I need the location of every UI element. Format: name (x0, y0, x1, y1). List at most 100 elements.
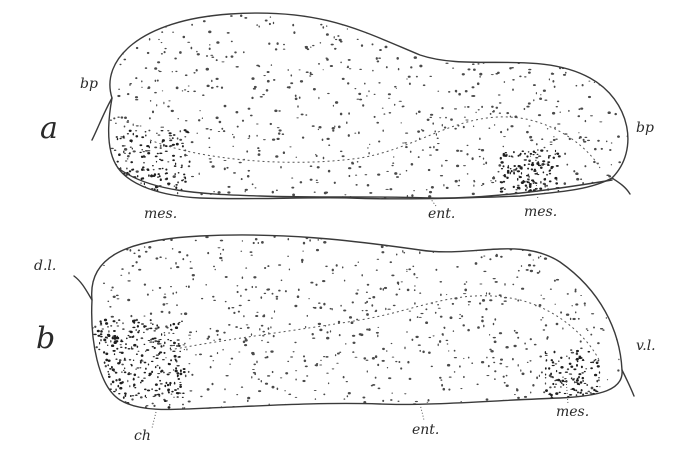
cell-dot (578, 108, 580, 110)
cell-dot (411, 163, 414, 166)
cell-dot (479, 302, 481, 304)
cell-dot (555, 384, 557, 385)
cell-dot (495, 281, 498, 283)
cell-dot (108, 397, 110, 400)
cell-dot (183, 179, 185, 180)
cell-dot (399, 174, 401, 175)
cell-dot (136, 339, 138, 341)
cell-dot (145, 395, 146, 398)
cell-dot (273, 335, 275, 337)
cell-dot (270, 16, 271, 17)
cell-dot (463, 126, 465, 129)
cell-dot (136, 47, 139, 49)
cell-dot (115, 372, 118, 374)
cell-dot (105, 341, 107, 343)
cell-dot (135, 368, 136, 369)
cell-dot (519, 401, 522, 402)
cell-dot (456, 29, 458, 30)
cell-dot (516, 388, 518, 390)
cell-dot (383, 288, 385, 291)
cell-dot (394, 86, 397, 88)
cell-dot (316, 249, 319, 251)
cell-dot (466, 281, 468, 282)
cell-dot (157, 365, 159, 367)
cell-dot (163, 372, 165, 374)
cell-dot (605, 283, 608, 285)
cell-dot (282, 133, 285, 135)
cell-dot (399, 101, 402, 102)
cell-dot (630, 100, 632, 102)
cell-dot (143, 378, 146, 379)
cell-dot (116, 322, 118, 323)
cell-dot (422, 351, 424, 354)
cell-dot (524, 342, 526, 344)
cell-dot (354, 133, 356, 134)
cell-dot (429, 147, 431, 149)
cell-dot (137, 393, 139, 395)
cell-dot (503, 165, 505, 167)
cell-dot (237, 291, 239, 293)
cell-dot (485, 234, 487, 235)
cell-dot (525, 184, 527, 187)
cell-dot (122, 328, 125, 330)
cell-dot (564, 182, 567, 185)
cell-dot (603, 252, 605, 254)
cell-dot (512, 358, 514, 361)
cell-dot (627, 81, 629, 83)
cell-dot (118, 378, 121, 381)
cell-dot (422, 130, 424, 132)
cell-dot (593, 326, 595, 328)
cell-dot (187, 91, 189, 92)
cell-dot (559, 392, 561, 394)
cell-dot (184, 181, 187, 183)
cell-dot (188, 371, 190, 373)
cell-dot (143, 332, 145, 333)
cell-dot (619, 292, 621, 293)
cell-dot (471, 362, 473, 364)
cell-dot (585, 120, 587, 122)
cell-dot (358, 93, 361, 95)
cell-dot (405, 146, 408, 148)
cell-dot (87, 279, 88, 280)
cell-dot (100, 406, 102, 408)
cell-dot (472, 86, 475, 88)
cell-dot (215, 269, 216, 271)
cell-dot (481, 320, 483, 323)
cell-dot (305, 114, 307, 116)
cell-dot (178, 378, 181, 380)
cell-dot (377, 335, 378, 338)
cell-dot (177, 192, 178, 194)
cell-dot (107, 326, 109, 327)
cell-dot (216, 59, 218, 61)
cell-dot (469, 244, 472, 245)
cell-dot (492, 357, 495, 359)
cell-dot (435, 312, 437, 314)
cell-dot (576, 359, 577, 360)
cell-dot (211, 165, 214, 168)
cell-dot (189, 390, 192, 391)
cell-dot (332, 368, 335, 369)
cell-dot (595, 232, 596, 233)
cell-dot (221, 259, 222, 261)
cell-dot (439, 377, 442, 379)
cell-dot (441, 107, 443, 109)
cell-dot (240, 295, 241, 297)
cell-dot (264, 293, 267, 294)
cell-dot (315, 284, 317, 286)
cell-dot (138, 194, 140, 197)
cell-dot (518, 165, 521, 167)
cell-dot (137, 376, 139, 378)
cell-dot (620, 24, 623, 26)
cell-dot (153, 356, 155, 357)
cell-dot (368, 18, 370, 20)
cell-dot (355, 184, 357, 186)
cell-dot (475, 112, 476, 114)
cell-dot (533, 232, 535, 233)
cell-dot (540, 167, 543, 169)
cell-dot (232, 146, 234, 147)
cell-dot (157, 326, 159, 328)
cell-dot (483, 256, 485, 257)
cell-dot (504, 382, 506, 384)
cell-dot (94, 326, 96, 328)
cell-dot (157, 16, 160, 17)
